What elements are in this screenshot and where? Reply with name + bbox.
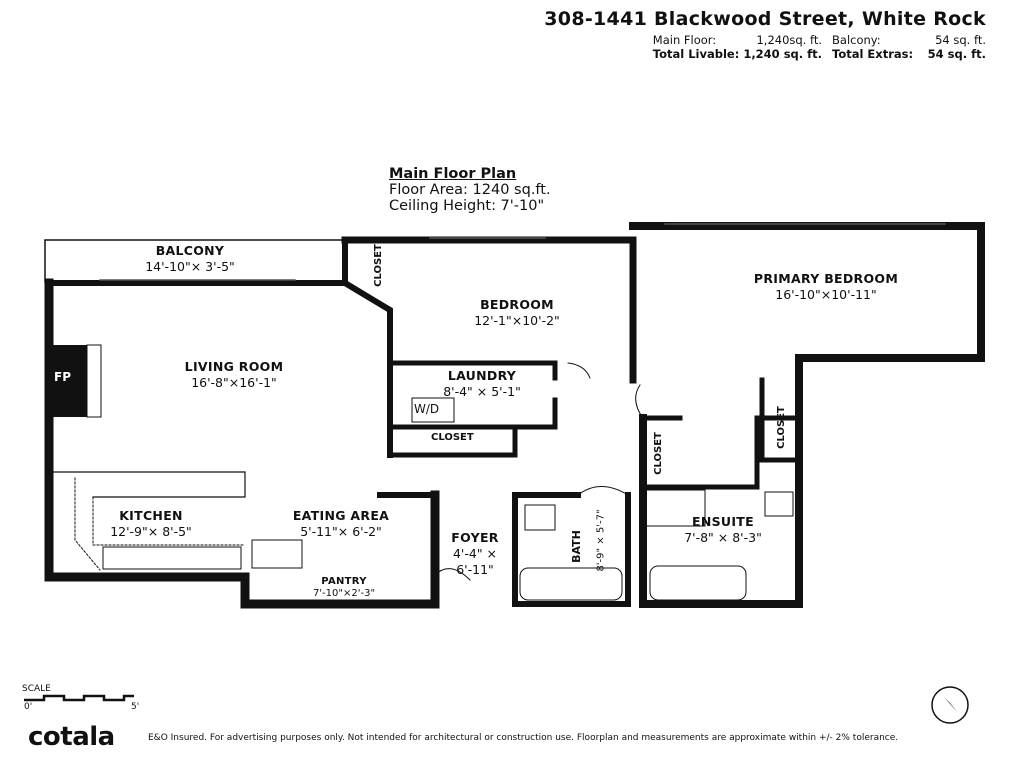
ensuite-shower bbox=[644, 489, 706, 527]
room-laundry: LAUNDRY 8'-4" × 5'-1" bbox=[443, 368, 521, 400]
room-foyer-dims-2: 6'-11" bbox=[456, 562, 494, 577]
plan-info: Main Floor Plan Floor Area: 1240 sq.ft. … bbox=[389, 166, 551, 214]
room-ensuite: ENSUITE 7'-8" × 8'-3" bbox=[684, 514, 762, 546]
room-bath-name: BATH bbox=[569, 530, 583, 563]
scale-label: SCALE bbox=[22, 684, 51, 694]
laundry-walls bbox=[387, 360, 558, 430]
room-pantry: PANTRY 7'-10"×2'-3" bbox=[313, 576, 375, 600]
doors bbox=[434, 362, 644, 581]
main-floor-value: 1,240sq. ft. bbox=[756, 33, 823, 47]
room-bath: BATH bbox=[570, 530, 583, 563]
property-address: 308-1441 Blackwood Street, White Rock bbox=[544, 8, 986, 30]
north-arrow-icon bbox=[931, 686, 969, 724]
room-balcony-dims: 14'-10"× 3'-5" bbox=[145, 259, 235, 274]
room-primary-dims: 16'-10"×10'-11" bbox=[775, 287, 877, 302]
hall-closet-walls bbox=[387, 424, 518, 458]
room-foyer-dims-1: 4'-4" × bbox=[452, 546, 498, 561]
scale-end: 5' bbox=[131, 702, 140, 712]
stove bbox=[102, 546, 242, 570]
fireplace-label: FP bbox=[54, 370, 71, 384]
closet-diag bbox=[342, 237, 393, 458]
balcony-label: Balcony: bbox=[832, 33, 881, 47]
disclaimer-text: E&O Insured. For advertising purposes on… bbox=[148, 733, 899, 743]
closet-right-label: CLOSET bbox=[775, 406, 787, 449]
room-balcony-name: BALCONY bbox=[155, 243, 225, 258]
total-livable-value: 1,240 sq. ft. bbox=[743, 47, 823, 61]
room-pantry-dims: 7'-10"×2'-3" bbox=[312, 588, 376, 599]
main-floor-label: Main Floor: bbox=[652, 33, 717, 47]
room-living-name: LIVING ROOM bbox=[184, 359, 284, 374]
ensuite-tub bbox=[649, 565, 747, 601]
room-living-dims: 16'-8"×16'-1" bbox=[191, 375, 277, 390]
room-kitchen-dims: 12'-9"× 8'-5" bbox=[110, 524, 192, 539]
floor-area: Floor Area: 1240 sq.ft. bbox=[389, 182, 551, 198]
room-laundry-dims: 8'-4" × 5'-1" bbox=[443, 384, 521, 399]
room-primary-bedroom: PRIMARY BEDROOM 16'-10"×10'-11" bbox=[754, 271, 898, 303]
total-livable-label: Total Livable: bbox=[652, 47, 740, 61]
kitchen-counter bbox=[48, 471, 246, 498]
room-balcony: BALCONY 14'-10"× 3'-5" bbox=[145, 243, 235, 275]
closet-bed-label: CLOSET bbox=[372, 244, 384, 287]
bath-tub bbox=[519, 567, 623, 601]
room-ensuite-name: ENSUITE bbox=[692, 514, 754, 529]
windows bbox=[99, 223, 946, 281]
room-eating-dims: 5'-11"× 6'-2" bbox=[300, 524, 382, 539]
total-extras-label: Total Extras: bbox=[832, 47, 914, 61]
closet-left-label: CLOSET bbox=[652, 432, 664, 475]
bedroom-wall-top bbox=[341, 236, 637, 384]
primary-walls bbox=[629, 222, 985, 608]
room-foyer: FOYER 4'-4" × 6'-11" bbox=[451, 530, 498, 578]
ensuite-walls bbox=[640, 377, 802, 490]
room-ensuite-dims: 7'-8" × 8'-3" bbox=[684, 530, 762, 545]
plan-heading: Main Floor Plan bbox=[389, 166, 517, 182]
exterior-wall-left bbox=[44, 278, 440, 609]
room-bath-dims: 8'-9" × 5'-7" bbox=[595, 509, 607, 572]
room-kitchen-name: KITCHEN bbox=[119, 508, 183, 523]
room-bedroom-dims: 12'-1"×10'-2" bbox=[474, 313, 560, 328]
bath-walls bbox=[512, 492, 631, 607]
brand-logo: cotala bbox=[28, 722, 115, 752]
wd-label: W/D bbox=[414, 402, 440, 416]
ensuite-sink bbox=[764, 491, 794, 517]
room-laundry-name: LAUNDRY bbox=[447, 368, 517, 383]
scale-bar bbox=[24, 694, 134, 702]
room-foyer-name: FOYER bbox=[451, 530, 499, 545]
area-summary: Main Floor: 1,240sq. ft. Balcony: 54 sq.… bbox=[649, 33, 986, 61]
room-primary-name: PRIMARY BEDROOM bbox=[753, 271, 899, 286]
room-bedroom-name: BEDROOM bbox=[480, 297, 554, 312]
wd-box bbox=[411, 397, 455, 423]
total-extras-value: 54 sq. ft. bbox=[927, 47, 986, 61]
balcony-outline bbox=[44, 239, 346, 283]
room-living: LIVING ROOM 16'-8"×16'-1" bbox=[185, 359, 284, 391]
closet-hall-label: CLOSET bbox=[431, 432, 474, 443]
kitchen-base bbox=[74, 477, 246, 571]
balcony-value: 54 sq. ft. bbox=[935, 33, 986, 47]
island bbox=[251, 539, 303, 569]
room-eating-area: EATING AREA 5'-11"× 6'-2" bbox=[293, 508, 389, 540]
fireplace-box bbox=[49, 345, 87, 417]
bath-sink bbox=[524, 504, 556, 531]
scale-start: 0' bbox=[24, 702, 33, 712]
room-kitchen: KITCHEN 12'-9"× 8'-5" bbox=[110, 508, 192, 540]
ceiling-height: Ceiling Height: 7'-10" bbox=[389, 198, 545, 214]
room-eating-name: EATING AREA bbox=[292, 508, 390, 523]
room-pantry-name: PANTRY bbox=[321, 576, 367, 587]
room-bedroom: BEDROOM 12'-1"×10'-2" bbox=[474, 297, 560, 329]
